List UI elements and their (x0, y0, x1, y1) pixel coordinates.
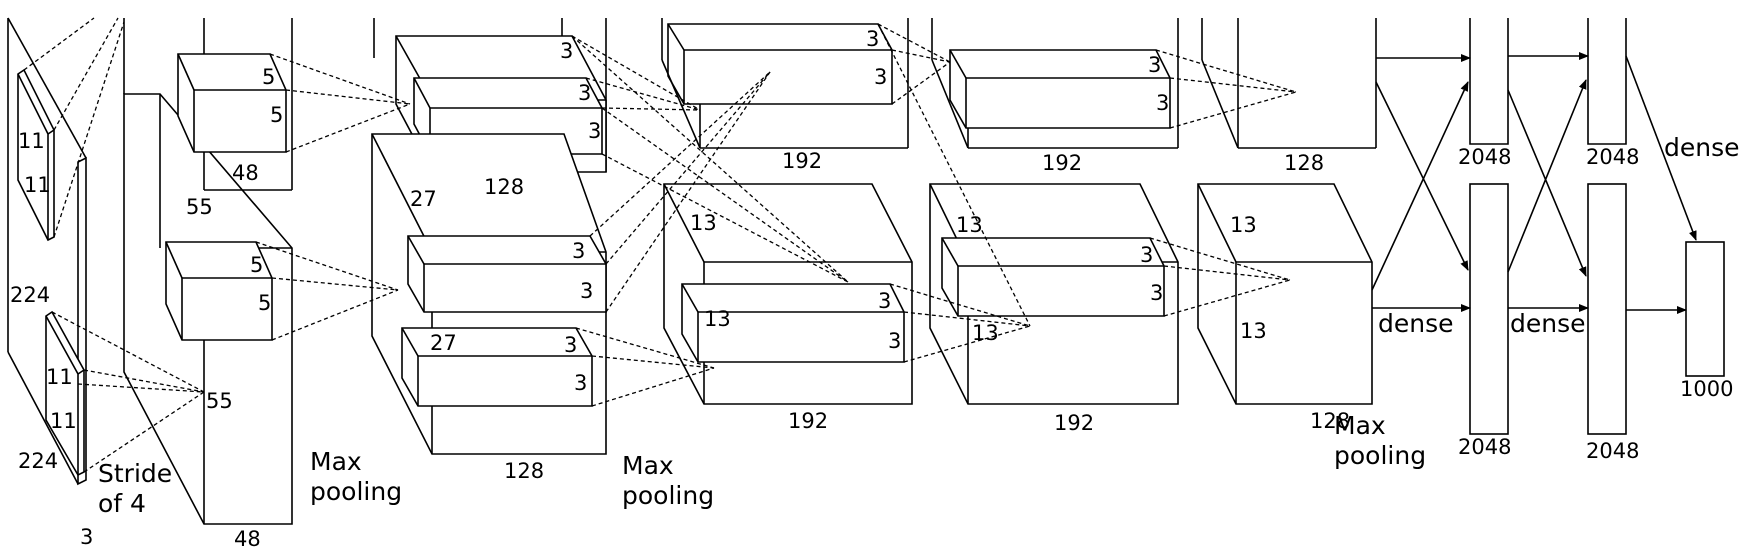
conv1-size-label: 55 (186, 195, 213, 219)
conv5-depth-bottom-label: 128 (1310, 409, 1350, 433)
conv4-depth-top-label: 192 (1042, 151, 1082, 175)
input-kernel2-height-label: 11 (46, 365, 73, 389)
conv4-kernel-bottom-b: 3 (1150, 281, 1163, 305)
conv5-size2-label: 13 (1240, 319, 1267, 343)
conv3-size-label: 13 (690, 211, 717, 235)
fc1-bottom-label: 2048 (1458, 435, 1511, 459)
conv2-kernel1-c: 3 (588, 119, 601, 143)
conv3-kernel-bottom (681, 283, 905, 363)
input-kernel-height-label: 11 (18, 129, 45, 153)
conv1-depth-label: 48 (234, 527, 261, 551)
conv4-depth-bottom-label: 192 (1054, 411, 1094, 435)
conv1-layer (123, 18, 293, 525)
conv2-layer (371, 18, 607, 455)
conv4-kernel-top-a: 3 (1148, 53, 1161, 77)
input-width-label: 224 (18, 449, 58, 473)
output-label: 1000 (1680, 377, 1733, 401)
conv1-kernel-top-depth: 48 (232, 161, 259, 185)
conv1-kernel-top-a: 5 (262, 65, 275, 89)
conv1-kernel-bottom-a: 5 (250, 253, 263, 277)
conv3-kernel-top-b: 3 (874, 65, 887, 89)
conv2-size2-label: 27 (430, 331, 457, 355)
conv4-size-label: 13 (956, 213, 983, 237)
conv2-kernel1-a: 3 (560, 39, 573, 63)
conv2-depth-top-label: 128 (484, 175, 524, 199)
conv2-kernel2-b: 3 (580, 279, 593, 303)
conv3-layer (661, 18, 913, 405)
conv2-kernel2-a: 3 (572, 239, 585, 263)
fc2-top-label: 2048 (1586, 145, 1639, 169)
conv2-kernel3-b: 3 (574, 371, 587, 395)
conv1-kernel-bottom-b: 5 (258, 291, 271, 315)
fc-layers (1469, 18, 1725, 435)
input-kernel2-width-label: 11 (50, 409, 77, 433)
conv5-depth-top-label: 128 (1284, 151, 1324, 175)
dense3-label: dense (1664, 133, 1740, 162)
conv1-size2-label: 55 (206, 389, 233, 413)
dashed-projections (23, 17, 1297, 473)
conv4-kernel-top-b: 3 (1156, 91, 1169, 115)
conv1-kernel-top-b: 5 (270, 103, 283, 127)
input-kernel-width-label: 11 (24, 173, 51, 197)
conv4-size2-label: 13 (972, 321, 999, 345)
conv4-layer (929, 18, 1179, 405)
input-depth-label: 3 (80, 525, 93, 549)
conv5-layer (1197, 18, 1377, 405)
input-height-label: 224 (10, 283, 50, 307)
dense2-label: dense (1510, 309, 1586, 338)
conv2-kernel1-b: 3 (578, 81, 591, 105)
dense-arrows (1371, 52, 1697, 314)
conv4-kernel-bottom-a: 3 (1140, 243, 1153, 267)
dense1-label: dense (1378, 309, 1454, 338)
conv3-kernel-bottom-a: 3 (878, 289, 891, 313)
conv3-kernel-bottom-b: 3 (888, 329, 901, 353)
conv4-kernel-bottom (941, 237, 1165, 317)
conv2-kernel3-a: 3 (564, 333, 577, 357)
conv2-depth-bottom-label: 128 (504, 459, 544, 483)
conv3-depth-bottom-label: 192 (788, 409, 828, 433)
fc1-top-label: 2048 (1458, 145, 1511, 169)
conv2-size-label: 27 (410, 187, 437, 211)
conv3-kernel-top-a: 3 (866, 27, 879, 51)
input-layer (7, 17, 87, 486)
conv5-size-label: 13 (1230, 213, 1257, 237)
fc2-bottom-label: 2048 (1586, 439, 1639, 463)
conv3-depth-top-label: 192 (782, 149, 822, 173)
dimension-labels: 11 11 224 11 11 224 3 55 55 48 5 5 48 5 … (10, 27, 1733, 551)
conv3-kernel-bottom-size: 13 (704, 307, 731, 331)
